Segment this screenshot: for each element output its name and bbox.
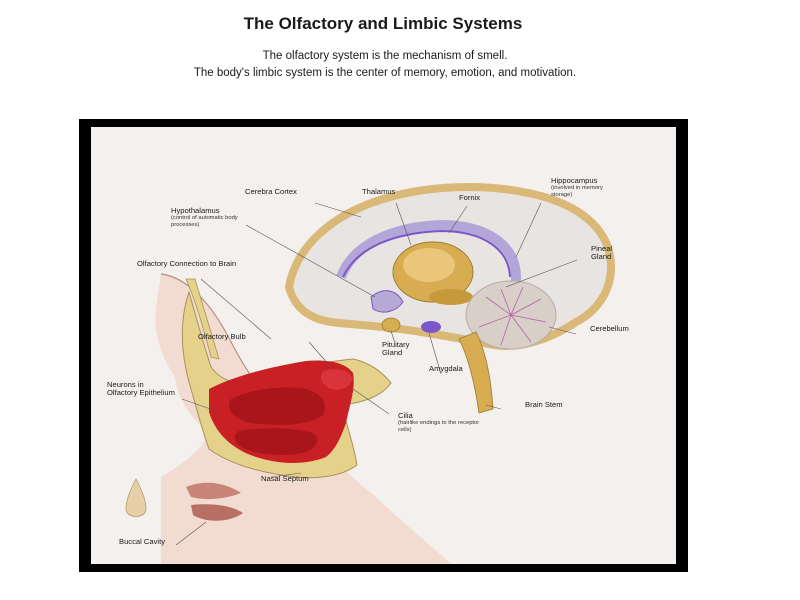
- subtitle-line-1: The olfactory system is the mechanism of…: [262, 50, 508, 62]
- anatomy-illustration: [91, 127, 676, 564]
- upper-lip: [186, 482, 241, 500]
- thalamus-base: [429, 289, 473, 305]
- label-neurons: Neurons in Olfactory Epithelium: [107, 380, 175, 398]
- page-title: The Olfactory and Limbic Systems: [243, 14, 523, 33]
- label-cerebellum: Cerebellum: [590, 324, 629, 333]
- label-buccal-cavity: Buccal Cavity: [119, 537, 166, 546]
- olfactory-mucosa: [320, 369, 353, 390]
- hippocampus-note: (involved in memory storage): [551, 185, 603, 198]
- label-thalamus: Thalamus: [362, 187, 396, 196]
- label-pineal-gland: Pineal Gland: [591, 244, 613, 262]
- nasal-turbinate-upper: [229, 387, 326, 425]
- fornix-curve: [342, 229, 511, 278]
- hypothalamus-note: (control of automatic body processes): [171, 215, 238, 228]
- hippocampus-name: Hippocampus: [551, 176, 598, 185]
- nasal-turbinate-lower: [234, 428, 318, 455]
- label-olfactory-connection: Olfactory Connection to Brain: [137, 259, 237, 268]
- subtitle-line-2: The body's limbic system is the center o…: [193, 67, 577, 79]
- label-cilia: Cilia (hairlike endings to the receptor …: [398, 411, 490, 434]
- label-hypothalamus: Hypothalamus (control of automatic body …: [171, 206, 249, 229]
- brain-stem-shape: [458, 331, 494, 414]
- label-fornix: Fornix: [459, 193, 481, 202]
- amygdala-shape: [421, 321, 441, 333]
- label-hippocampus: Hippocampus (involved in memory storage): [551, 176, 621, 199]
- diagram-frame: Cerebra Cortex Thalamus Fornix Hippocamp…: [79, 119, 688, 572]
- olfactory-stalk: [185, 278, 220, 360]
- pituitary-shape: [381, 317, 401, 333]
- label-amygdala: Amygdala: [429, 364, 463, 373]
- cilia-note: (hairlike endings to the receptor cells): [398, 420, 480, 433]
- label-nasal-septum: Nasal Septum: [261, 474, 309, 483]
- cerebellum-arbor: [478, 286, 547, 346]
- lower-lip: [191, 504, 243, 521]
- label-brain-stem: Brain Stem: [525, 400, 563, 409]
- cilia-name: Cilia: [398, 411, 413, 420]
- leader-lines: [175, 202, 578, 546]
- hypothalamus-name: Hypothalamus: [171, 206, 220, 215]
- label-cerebra-cortex: Cerebra Cortex: [245, 187, 297, 196]
- label-olfactory-bulb: Olfactory Bulb: [198, 332, 246, 341]
- thalamus-highlight: [403, 248, 455, 282]
- nasal-droplet: [125, 478, 147, 517]
- label-pituitary-gland: Pituitary Gland: [382, 340, 410, 358]
- hypothalamus-shape: [370, 290, 404, 313]
